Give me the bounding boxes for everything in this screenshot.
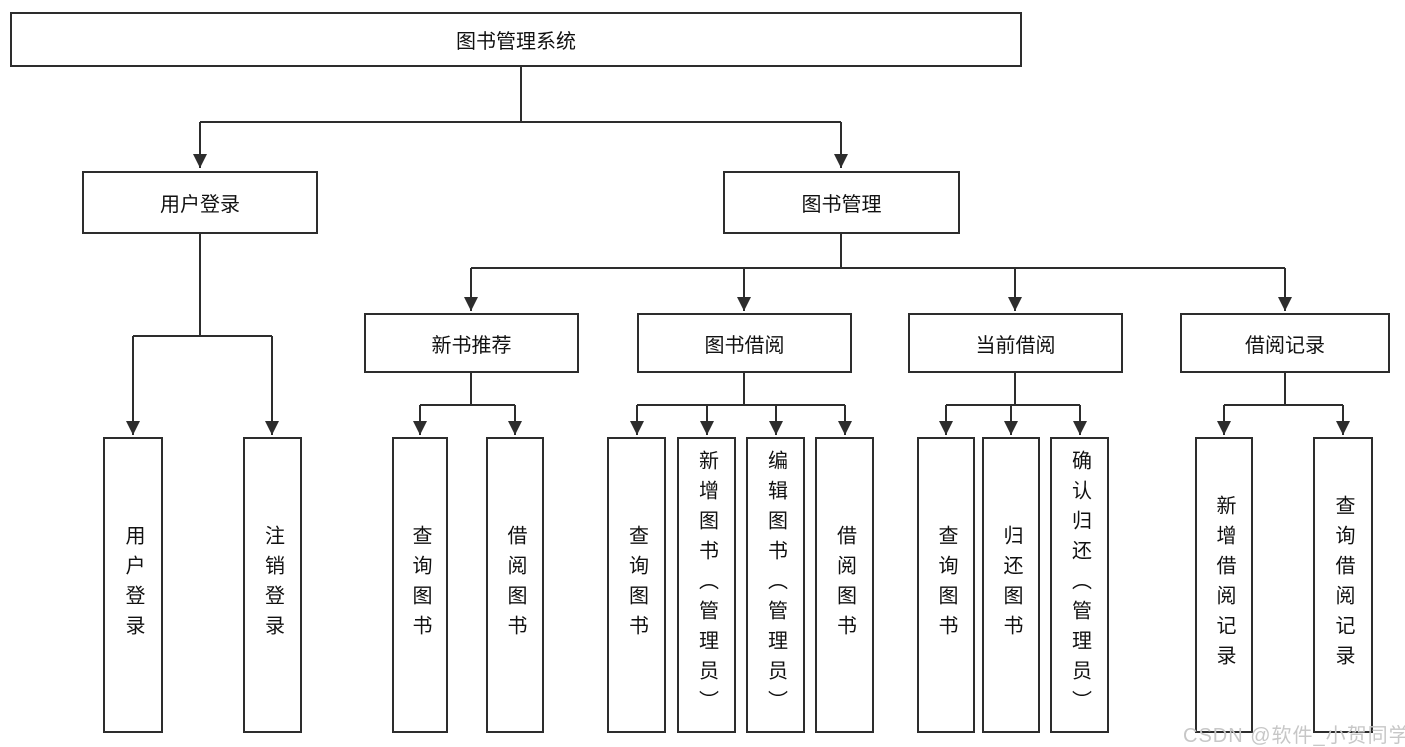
node-label: 查询图书	[409, 525, 431, 645]
node-label: 新增图书（管理员）	[695, 450, 718, 720]
node-label: 确认归还（管理员）	[1068, 450, 1091, 720]
leaf-query-books: 查询图书	[392, 437, 448, 733]
node-user-login: 用户登录	[82, 171, 318, 234]
leaf-logout: 注销登录	[243, 437, 302, 733]
node-borrow-records: 借阅记录	[1180, 313, 1390, 373]
node-label: 新书推荐	[431, 334, 512, 357]
node-label: 图书借阅	[704, 334, 785, 357]
leaf-add-borrow-record: 新增借阅记录	[1195, 437, 1253, 733]
node-label: 注销登录	[261, 525, 284, 645]
leaf-query-borrow-record: 查询借阅记录	[1313, 437, 1373, 733]
node-label: 查询借阅记录	[1332, 495, 1354, 675]
node-label: 图书管理	[801, 194, 882, 216]
node-label: 图书管理系统	[456, 31, 576, 53]
node-label: 借阅图书	[833, 525, 856, 645]
node-current-borrow: 当前借阅	[908, 313, 1123, 373]
leaf-add-books-admin: 新增图书（管理员）	[677, 437, 736, 733]
leaf-borrow-books: 借阅图书	[815, 437, 874, 733]
node-label: 借阅记录	[1245, 334, 1325, 357]
node-label: 查询图书	[625, 525, 648, 645]
node-label: 用户登录	[160, 194, 240, 216]
node-book-borrow: 图书借阅	[637, 313, 852, 373]
node-label: 当前借阅	[975, 334, 1056, 357]
leaf-confirm-return-admin: 确认归还（管理员）	[1050, 437, 1109, 733]
leaf-borrow-books: 借阅图书	[486, 437, 544, 733]
leaf-query-books: 查询图书	[917, 437, 975, 733]
node-label: 编辑图书（管理员）	[764, 450, 787, 720]
node-library-system: 图书管理系统	[10, 12, 1022, 67]
node-label: 借阅图书	[504, 525, 526, 645]
watermark: CSDN @软件_小贺同学	[1183, 725, 1405, 747]
leaf-edit-books-admin: 编辑图书（管理员）	[746, 437, 805, 733]
node-label: 归还图书	[1000, 525, 1022, 645]
leaf-user-login: 用户登录	[103, 437, 163, 733]
leaf-query-books: 查询图书	[607, 437, 666, 733]
node-label: 查询图书	[935, 525, 957, 645]
node-label: 用户登录	[122, 525, 144, 645]
node-book-management: 图书管理	[723, 171, 960, 234]
node-new-book-recommend: 新书推荐	[364, 313, 579, 373]
node-label: 新增借阅记录	[1213, 495, 1235, 675]
leaf-return-books: 归还图书	[982, 437, 1040, 733]
